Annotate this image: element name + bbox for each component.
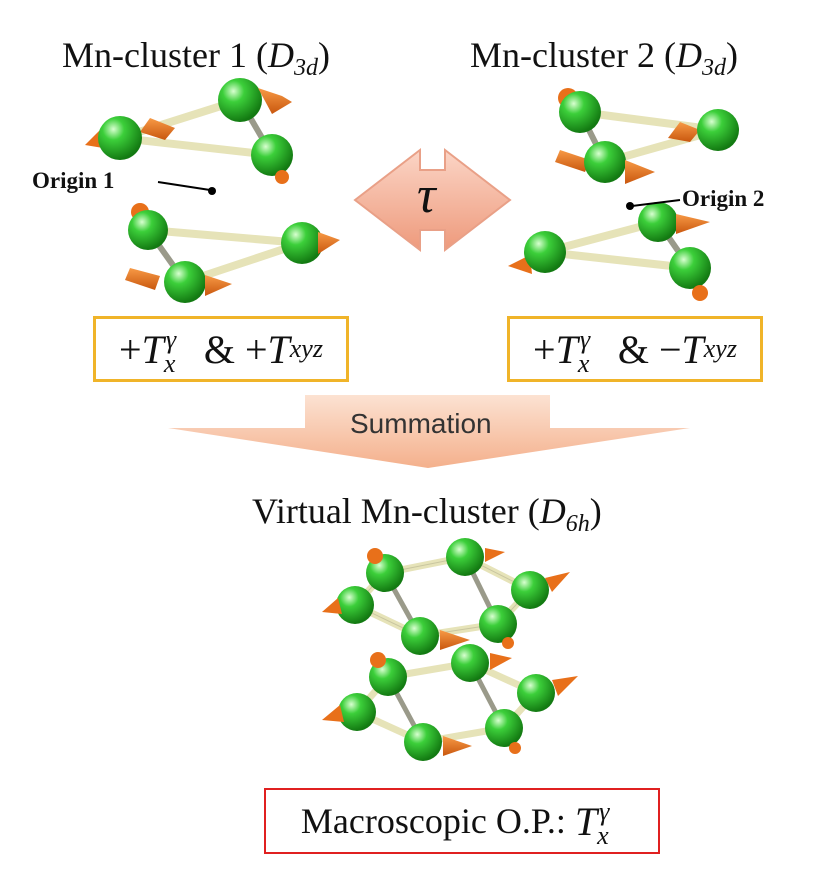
spin-arrow-icon	[140, 118, 175, 140]
mn-atom-icon	[281, 222, 323, 264]
box1-amp: & +	[193, 326, 268, 372]
mn-atom-icon	[401, 617, 439, 655]
spin-arrow-icon	[509, 742, 521, 754]
spin-arrow-icon	[125, 268, 160, 290]
box2-T2: T	[681, 326, 704, 372]
box1-plus: +	[119, 326, 142, 372]
macroscopic-gamma: γ	[599, 797, 610, 826]
virtual-title-text: Virtual Mn-cluster (	[252, 491, 540, 531]
virtual-symmetry-subscript: 6h	[565, 511, 590, 537]
cluster1-symmetry-subscript: 3d	[293, 55, 318, 81]
summation-arrow	[168, 395, 690, 468]
spin-arrow-icon	[502, 637, 514, 649]
mn-atom-icon	[559, 91, 601, 133]
cluster1-upper-triangle	[85, 78, 293, 184]
cluster2-symmetry: D	[675, 35, 702, 75]
mn-atom-icon	[404, 723, 442, 761]
virtual-symmetry: D	[539, 491, 566, 531]
box2-plus: +	[533, 326, 556, 372]
box2-gamma: γ	[579, 325, 591, 354]
summation-label: Summation	[350, 408, 492, 439]
box1-T: T	[141, 326, 164, 372]
mn-atom-icon	[669, 247, 711, 289]
mn-atom-icon	[584, 141, 626, 183]
translation-symbol: τ	[417, 167, 436, 224]
translation-double-arrow	[353, 147, 512, 253]
virtual-upper-hexagon	[322, 538, 570, 655]
spin-arrow-icon	[318, 232, 340, 254]
cluster1-lower-triangle	[125, 203, 340, 303]
cluster2-upper-triangle	[555, 88, 739, 184]
mn-atom-icon	[638, 202, 678, 242]
virtual-cluster-title: Virtual Mn-cluster (D6h)	[252, 491, 602, 537]
spin-arrow-icon	[692, 285, 708, 301]
cluster2-lower-triangle	[508, 202, 711, 301]
box2-x: x	[577, 349, 590, 378]
macroscopic-T: T	[574, 798, 598, 844]
origin1-pointer	[157, 181, 211, 191]
mn-atom-icon	[128, 210, 168, 250]
box2-xyz: xyz	[703, 334, 737, 363]
mn-atom-icon	[251, 134, 293, 176]
spin-arrow-icon	[490, 653, 512, 670]
cluster2-title: Mn-cluster 2 (D3d)	[470, 35, 738, 81]
cluster1-title: Mn-cluster 1 (D3d)	[62, 35, 330, 81]
cluster1-symmetry: D	[267, 35, 294, 75]
spin-arrow-icon	[322, 598, 342, 614]
spin-arrow-icon	[676, 214, 710, 234]
mn-atom-icon	[511, 571, 549, 609]
spin-arrow-icon	[440, 630, 470, 650]
cluster2-structure	[508, 88, 739, 301]
box1-xyz: xyz	[289, 334, 323, 363]
spin-arrow-icon	[625, 160, 655, 184]
spin-arrow-icon	[258, 88, 292, 114]
box1-T2: T	[267, 326, 290, 372]
mn-atom-icon	[218, 78, 262, 122]
mn-atom-icon	[446, 538, 484, 576]
spin-arrow-icon	[555, 150, 590, 172]
origin2-label: Origin 2	[682, 186, 765, 211]
spin-arrow-icon	[545, 572, 570, 592]
origin1-dot	[208, 187, 216, 195]
box2-T: T	[555, 326, 578, 372]
mn-atom-icon	[479, 605, 517, 643]
mn-atom-icon	[517, 674, 555, 712]
macroscopic-prefix: Macroscopic O.P.:	[300, 801, 575, 841]
box1-x: x	[163, 349, 176, 378]
cluster2-symmetry-subscript: 3d	[701, 55, 726, 81]
spin-arrow-icon	[367, 548, 383, 564]
mn-atom-icon	[697, 109, 739, 151]
virtual-cluster-structure	[322, 538, 578, 761]
spin-arrow-icon	[668, 122, 700, 142]
box1-gamma: γ	[165, 325, 177, 354]
cluster2-title-text: Mn-cluster 2 (	[470, 35, 676, 75]
mn-atom-icon	[451, 644, 489, 682]
spin-arrow-icon	[552, 676, 578, 696]
spin-arrow-icon	[443, 736, 472, 756]
spin-arrow-icon	[370, 652, 386, 668]
mn-atom-icon	[485, 709, 523, 747]
spin-arrow-icon	[205, 275, 232, 296]
origin1-label: Origin 1	[32, 168, 115, 193]
virtual-lower-hexagon	[322, 644, 578, 761]
origin2-pointer	[631, 199, 681, 207]
spin-arrow-icon	[485, 548, 505, 562]
spin-arrow-icon	[275, 170, 289, 184]
spin-arrow-icon	[322, 705, 344, 722]
box2-amp: & −	[607, 326, 682, 372]
macroscopic-x: x	[597, 821, 609, 850]
origin2-dot	[626, 202, 634, 210]
mn-atom-icon	[524, 231, 566, 273]
cluster1-structure	[85, 78, 340, 303]
mn-atom-icon	[164, 261, 206, 303]
mn-atom-icon	[338, 693, 376, 731]
mn-atom-icon	[98, 116, 142, 160]
mn-atom-icon	[336, 586, 374, 624]
cluster1-title-text: Mn-cluster 1 (	[62, 35, 268, 75]
